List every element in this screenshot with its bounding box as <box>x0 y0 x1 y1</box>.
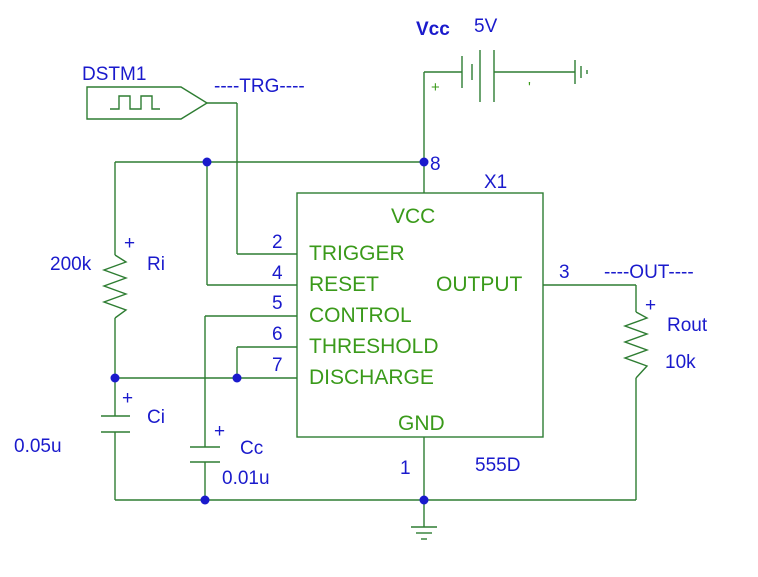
vcc-supply-label: Vcc <box>416 19 450 40</box>
resistor-ri[interactable] <box>101 254 129 319</box>
pin-trigger-label: TRIGGER <box>309 242 405 265</box>
rout-plus-label: + <box>645 295 656 316</box>
ic-555-body[interactable] <box>296 192 544 438</box>
junction-dot <box>419 157 429 167</box>
junction-dot <box>232 373 242 383</box>
output-net-label: ----OUT---- <box>604 262 694 283</box>
pin-number-1: 1 <box>400 458 411 479</box>
pin-output-label: OUTPUT <box>436 273 523 296</box>
trigger-net-label: ----TRG---- <box>214 76 305 97</box>
resistor-rout[interactable] <box>622 311 650 379</box>
pin-reset-label: RESET <box>309 273 379 296</box>
pin-threshold-label: THRESHOLD <box>309 335 439 358</box>
stimulus-name: DSTM1 <box>82 64 146 85</box>
wires <box>114 71 637 527</box>
ri-name-label: Ri <box>147 254 165 275</box>
vcc-supply-value: 5V <box>474 16 498 37</box>
pin-discharge-label: DISCHARGE <box>309 366 434 389</box>
ci-name-label: Ci <box>147 407 165 428</box>
capacitor-ci[interactable] <box>101 415 130 433</box>
battery-minus-label: ' <box>528 79 531 96</box>
pin-control-label: CONTROL <box>309 304 412 327</box>
ic-vcc-label: VCC <box>391 205 435 228</box>
pin-number-6: 6 <box>272 324 283 345</box>
pin-number-4: 4 <box>272 263 283 284</box>
junction-dot <box>419 495 429 505</box>
battery-vcc[interactable] <box>461 50 575 102</box>
ground-icon <box>411 526 437 540</box>
pin-number-3: 3 <box>559 262 570 283</box>
ci-plus-label: + <box>122 388 133 409</box>
battery-ground-icon <box>574 60 588 84</box>
ri-plus-label: + <box>124 233 135 254</box>
cc-value-label: 0.01u <box>222 468 270 489</box>
ic-part-label: 555D <box>475 455 520 476</box>
pin-number-8: 8 <box>430 154 441 175</box>
junction-dot <box>110 373 120 383</box>
rout-name-label: Rout <box>667 315 708 336</box>
cc-name-label: Cc <box>240 438 263 459</box>
junctions <box>110 157 429 505</box>
capacitor-cc[interactable] <box>190 446 220 463</box>
rout-value-label: 10k <box>665 352 696 373</box>
battery-plus-label: + <box>431 79 440 96</box>
ci-value-label: 0.05u <box>14 436 62 457</box>
cc-plus-label: + <box>214 421 225 442</box>
pin-number-2: 2 <box>272 232 283 253</box>
stimulus-dstm1[interactable] <box>86 86 209 120</box>
ic-gnd-label: GND <box>398 412 445 435</box>
ri-value-label: 200k <box>50 254 92 275</box>
ic-ref-label: X1 <box>484 172 507 193</box>
junction-dot <box>202 157 212 167</box>
pin-number-7: 7 <box>272 355 283 376</box>
pin-number-5: 5 <box>272 293 283 314</box>
junction-dot <box>200 495 210 505</box>
